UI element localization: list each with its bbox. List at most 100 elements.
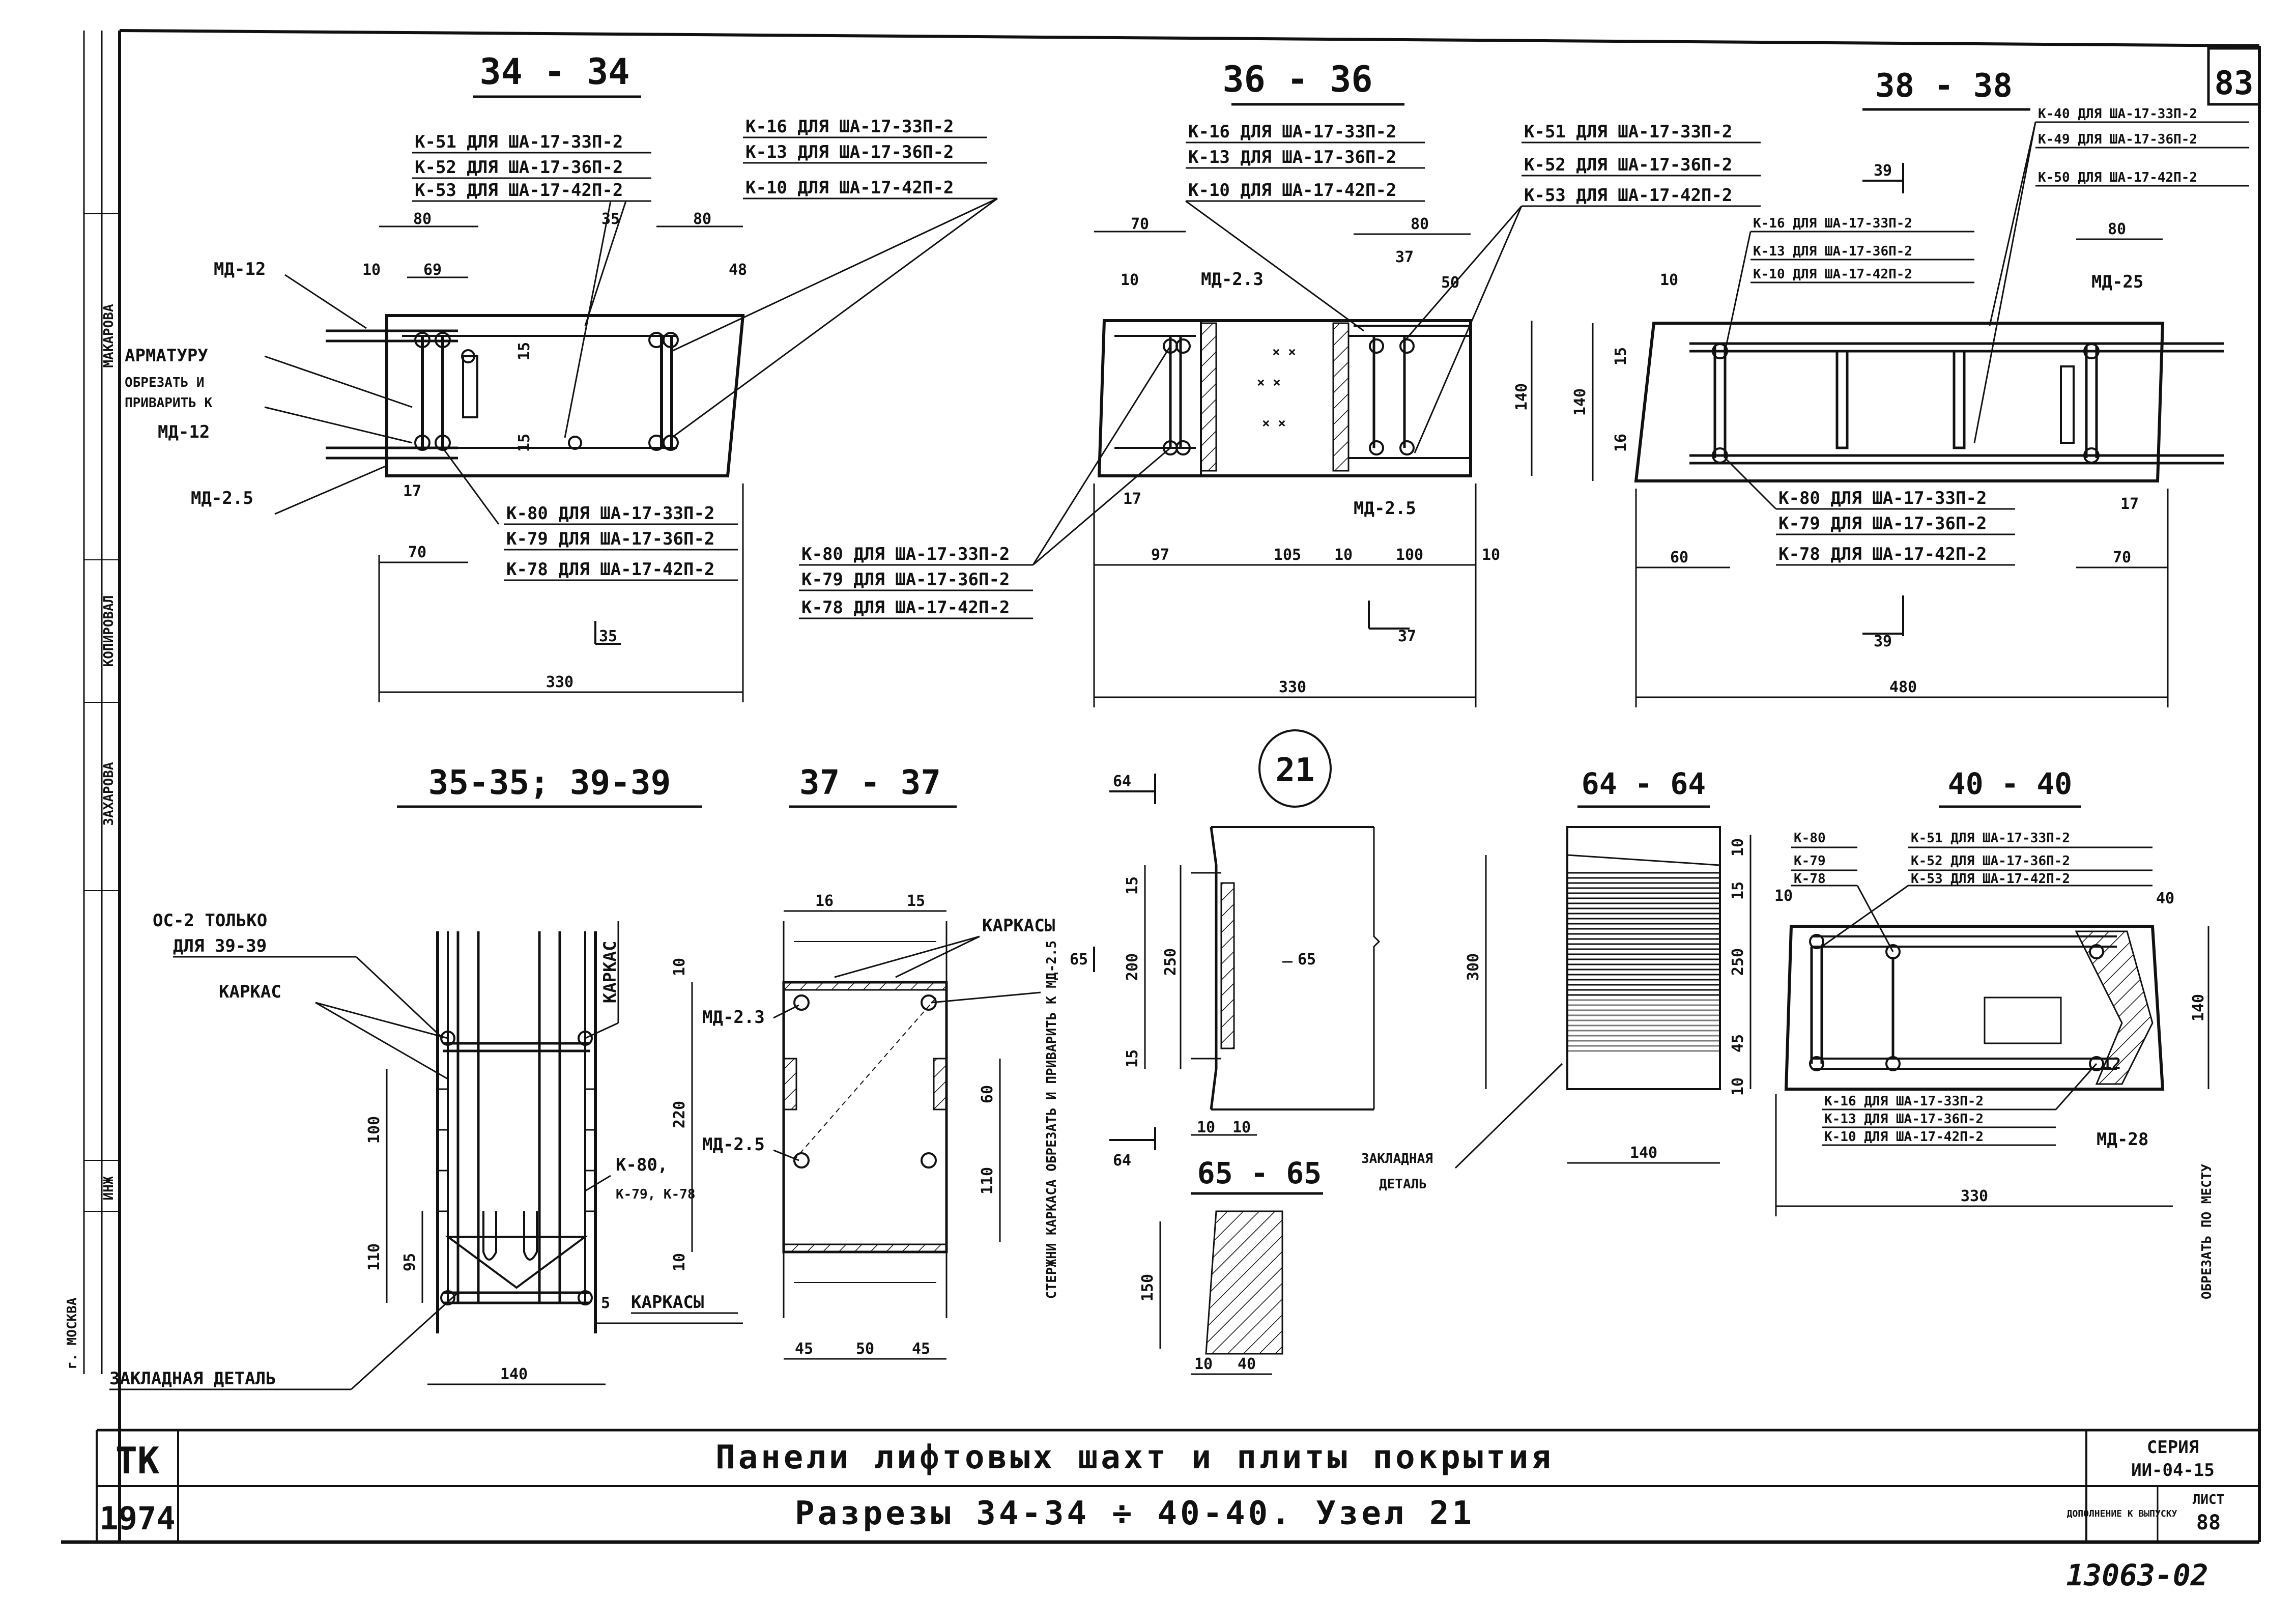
s40-callout-b-2: К-13 ДЛЯ ША-17-36П-2 (1824, 1112, 1984, 1127)
s34-callout-a-1: К-51 ДЛЯ ША-17-33П-2 (415, 132, 623, 152)
s34-dim-69: 69 (423, 261, 442, 279)
s36-md25: МД-2.5 (1354, 498, 1416, 519)
section-40-title: 40 - 40 (1948, 766, 2072, 801)
section-34-title: 34 - 34 (479, 51, 629, 93)
s38-callout-c-1: К-80 ДЛЯ ША-17-33П-2 (1778, 488, 1987, 508)
section-37-title: 37 - 37 (799, 763, 941, 802)
s38-callout-c-3: К-78 ДЛЯ ША-17-42П-2 (1778, 544, 1987, 564)
section-38-title: 38 - 38 (1875, 67, 2013, 105)
s34-note-2: ОБРЕЗАТЬ И (125, 375, 205, 390)
sheet-title-line2: Разрезы 34-34 ÷ 40-40. Узел 21 (795, 1495, 1475, 1532)
s37-dim-220: 220 (671, 1101, 688, 1128)
stamp-3: ЗАХАРОВА (101, 762, 117, 826)
s34-callout-c-2: К-79 ДЛЯ ША-17-36П-2 (506, 529, 714, 549)
s35-k80: К-80, (616, 1155, 668, 1175)
s36-dim-total: 330 (1279, 678, 1306, 696)
sheet-label: ЛИСТ (2193, 1492, 2225, 1507)
node21-cut-64-top: 64 (1113, 773, 1131, 790)
s34-cut-bottom: 35 (599, 628, 617, 645)
s34-dim-48: 48 (729, 261, 747, 279)
drawing-number: 13063-02 (2066, 1558, 2208, 1592)
s36-callout-b-3: К-53 ДЛЯ ША-17-42П-2 (1524, 185, 1732, 206)
s36-callout-c-1: К-80 ДЛЯ ША-17-33П-2 (801, 544, 1010, 564)
s34-md25: МД-2.5 (191, 488, 253, 508)
s35-dim-100: 100 (365, 1116, 383, 1144)
s40-callout-b-1: К-16 ДЛЯ ША-17-33П-2 (1824, 1094, 1984, 1109)
s64-embedded-1: ЗАКЛАДНАЯ (1361, 1151, 1433, 1166)
s36-dim-100: 100 (1396, 546, 1423, 564)
node21-dim-15a: 15 (1124, 876, 1141, 895)
s40-dim-10b: 10 (1774, 887, 1793, 905)
s40-dim-330: 330 (1961, 1187, 1988, 1205)
s34-dim-70: 70 (408, 544, 426, 561)
section-38: 38 - 38 К-40 ДЛЯ ША-17-33П-2 К-49 ДЛЯ ША… (1571, 67, 2249, 707)
s40-callout-k-2: К-79 (1794, 853, 1826, 869)
s38-md25: МД-25 (2091, 272, 2143, 292)
s34-callout-b-1: К-16 ДЛЯ ША-17-33П-2 (745, 117, 954, 137)
section-34: 34 - 34 К-51 ДЛЯ ША-17-33П-2 К-52 ДЛЯ ША… (125, 51, 998, 702)
org-code: ТК (116, 1439, 160, 1482)
s40-dim-12: 12 (2103, 1055, 2121, 1073)
addition-label: ДОПОЛНЕНИЕ К ВЫПУСКУ (2067, 1508, 2177, 1519)
s37-note-v: СТЕРЖНИ КАРКАСА ОБРЕЗАТЬ И ПРИВАРИТЬ К М… (1044, 941, 1059, 1299)
s35-dim-5: 5 (601, 1294, 610, 1312)
s37-dim-15: 15 (907, 892, 925, 910)
s40-callout-k-1: К-80 (1794, 831, 1826, 846)
s37-md25: МД-2.5 (702, 1134, 765, 1155)
s36-callout-b-2: К-52 ДЛЯ ША-17-36П-2 (1524, 155, 1732, 175)
s38-callout-a-3: К-50 ДЛЯ ША-17-42П-2 (2038, 170, 2197, 185)
s37-dim-10a: 10 (671, 958, 688, 976)
s35-note-oc-1: ОС-2 ТОЛЬКО (153, 910, 267, 931)
s35-embedded: ЗАКЛАДНАЯ ДЕТАЛЬ (109, 1369, 276, 1389)
s38-callout-b-1: К-16 ДЛЯ ША-17-33П-2 (1753, 216, 1912, 231)
svg-text:× ×: × × (1272, 345, 1296, 360)
s64-dim-300: 300 (1465, 953, 1482, 981)
s40-dim-10a: 10 (1729, 838, 1747, 857)
s38-dim-80: 80 (2108, 220, 2126, 238)
node21-cut-64-bottom: 64 (1113, 1152, 1131, 1170)
s36-dim-80: 80 (1411, 215, 1429, 233)
page-number: 83 (2214, 65, 2253, 102)
s34-dim-15a: 15 (515, 342, 533, 360)
node21-dim-15b: 15 (1124, 1049, 1141, 1068)
node21-cut-65-right: 65 (1298, 951, 1316, 969)
s36-callout-a-2: К-13 ДЛЯ ША-17-36П-2 (1188, 147, 1396, 167)
node21-dim-10a: 10 (1197, 1119, 1215, 1136)
s36-callout-a-1: К-16 ДЛЯ ША-17-33П-2 (1188, 122, 1396, 142)
s38-dim-10: 10 (1660, 271, 1678, 289)
s36-dim-17: 17 (1123, 490, 1141, 508)
s38-dim-16: 16 (1612, 434, 1630, 452)
s37-dim-45a: 45 (795, 1340, 813, 1358)
s36-dim-10: 10 (1121, 271, 1139, 289)
node21-dim-250: 250 (1162, 948, 1180, 976)
s38-callout-a-2: К-49 ДЛЯ ША-17-36П-2 (2038, 132, 2197, 147)
svg-text:× ×: × × (1257, 375, 1281, 390)
s35-k79: К-79, К-78 (616, 1187, 696, 1202)
node-21: 21 64 64 65 65 15 200 15 250 10 10 (1070, 729, 1381, 1170)
s38-dim-17: 17 (2120, 495, 2139, 513)
s36-callout-c-2: К-79 ДЛЯ ША-17-36П-2 (801, 570, 1010, 590)
s36-cut: 37 (1398, 628, 1416, 645)
s34-dim-17: 17 (403, 482, 421, 500)
s34-dim-80a: 80 (413, 210, 432, 228)
s40-callout-a-3: К-53 ДЛЯ ША-17-42П-2 (1911, 871, 2070, 887)
s37-dim-50: 50 (856, 1340, 874, 1358)
section-40: 40 - 40 К-80 К-79 К-78 К-51 ДЛЯ ША-17-33… (1729, 766, 2215, 1299)
stamp-2: КОПИРОВАЛ (101, 595, 117, 667)
stamp-5: г. МОСКВА (65, 1297, 80, 1369)
s34-callout-a-3: К-53 ДЛЯ ША-17-42П-2 (415, 180, 623, 201)
s36-callout-c-3: К-78 ДЛЯ ША-17-42П-2 (801, 597, 1010, 618)
s34-callout-c-3: К-78 ДЛЯ ША-17-42П-2 (506, 559, 714, 580)
section-37: 37 - 37 КАРКАСЫ МД-2.3 МД-2.5 СТЕРЖНИ КА… (671, 763, 1059, 1360)
s40-dim-250: 250 (1729, 948, 1747, 976)
s38-callout-b-2: К-13 ДЛЯ ША-17-36П-2 (1753, 244, 1912, 259)
s38-callout-c-2: К-79 ДЛЯ ША-17-36П-2 (1778, 514, 1987, 534)
s40-md: МД-28 (2097, 1129, 2148, 1150)
s36-dim-105: 105 (1274, 546, 1301, 564)
sheet-number: 88 (2196, 1511, 2221, 1534)
s34-dim-15b: 15 (515, 434, 533, 452)
sheet-frame (61, 29, 2261, 1544)
s40-callout-a-1: К-51 ДЛЯ ША-17-33П-2 (1911, 831, 2070, 846)
s34-md12: МД-12 (214, 259, 266, 279)
s34-callout-b-3: К-10 ДЛЯ ША-17-42П-2 (745, 178, 954, 198)
